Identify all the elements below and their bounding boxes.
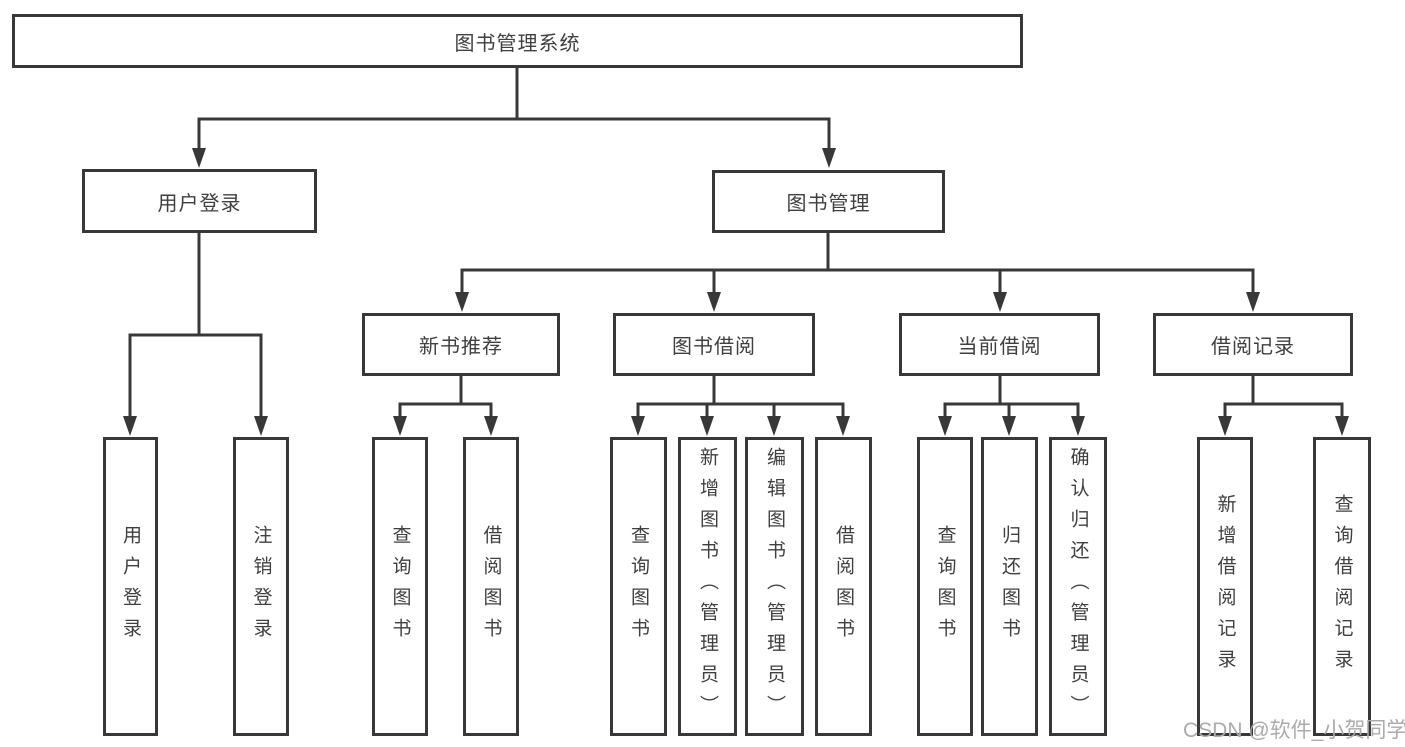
node-query-books-current: 查询图书	[917, 437, 973, 736]
node-query-books-borrow: 查询图书	[610, 437, 667, 736]
node-label: 确认归还（管理员）	[1067, 447, 1089, 726]
node-confirm-return-admin: 确认归还（管理员）	[1049, 437, 1107, 736]
node-add-borrow-record: 新增借阅记录	[1197, 437, 1253, 736]
node-label: 借阅图书	[480, 524, 502, 649]
node-label: 查询图书	[628, 524, 649, 649]
node-user-login-leaf: 用户登录	[103, 437, 158, 736]
node-label: 用户登录	[120, 524, 141, 649]
node-return-books: 归还图书	[981, 437, 1038, 736]
node-label: 注销登录	[250, 524, 272, 649]
node-book-borrow: 图书借阅	[613, 313, 815, 376]
node-edit-book-admin: 编辑图书（管理员）	[745, 437, 804, 736]
node-current-borrow: 当前借阅	[899, 313, 1100, 376]
node-user-login: 用户登录	[82, 169, 317, 233]
node-label: 借阅图书	[833, 524, 854, 649]
node-label: 查询借阅记录	[1331, 493, 1353, 680]
node-query-borrow-record: 查询借阅记录	[1313, 437, 1371, 736]
csdn-watermark: CSDN @软件_小贺同学	[1183, 719, 1405, 742]
node-book-management: 图书管理	[712, 170, 945, 233]
node-borrow-books-borrow: 借阅图书	[815, 437, 872, 736]
node-label: 编辑图书（管理员）	[764, 447, 785, 726]
node-label: 归还图书	[999, 524, 1020, 649]
node-logout: 注销登录	[233, 437, 289, 736]
node-new-book-recommend: 新书推荐	[362, 313, 560, 376]
node-label: 查询图书	[934, 524, 956, 649]
node-label: 新增图书（管理员）	[697, 447, 718, 726]
node-label: 查询图书	[389, 524, 411, 649]
node-query-books-recommend: 查询图书	[372, 437, 428, 736]
node-borrow-books-recommend: 借阅图书	[463, 437, 519, 736]
node-library-system: 图书管理系统	[12, 14, 1023, 68]
node-add-book-admin: 新增图书（管理员）	[678, 437, 737, 736]
node-borrow-records: 借阅记录	[1153, 313, 1353, 376]
node-label: 新增借阅记录	[1214, 493, 1236, 680]
